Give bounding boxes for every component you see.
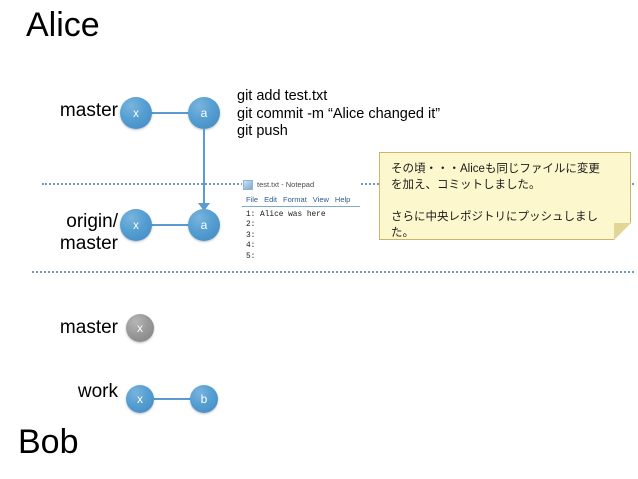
edge-alice-master-x-to-a bbox=[136, 112, 204, 114]
notepad-menu-file[interactable]: File bbox=[246, 195, 259, 204]
commit-node-origin-master-a[interactable]: a bbox=[188, 209, 220, 241]
git-command-listing: git add test.txt git commit -m “Alice ch… bbox=[237, 88, 441, 139]
notepad-menu-help[interactable]: Help bbox=[334, 195, 351, 204]
branch-label-origin-master: origin/ master bbox=[59, 211, 118, 254]
branch-label-bob-master: master bbox=[59, 317, 118, 338]
notepad-titlebar[interactable]: test.txt - Notepad bbox=[242, 178, 360, 191]
commit-node-origin-master-x[interactable]: x bbox=[120, 209, 152, 241]
notepad-menu-edit[interactable]: Edit bbox=[264, 195, 278, 204]
branch-label-bob-work: work bbox=[77, 381, 118, 402]
edge-origin-master-x-to-a bbox=[136, 224, 204, 226]
commit-node-bob-work-x[interactable]: x bbox=[126, 385, 154, 413]
notepad-menu-view[interactable]: View bbox=[312, 195, 329, 204]
page-title-bob: Bob bbox=[18, 423, 79, 461]
notepad-line: 2: bbox=[246, 221, 256, 230]
page-title-alice: Alice bbox=[26, 6, 100, 44]
notepad-text-area[interactable]: 1: Alice was here 2: 3: 4: 5: bbox=[242, 207, 360, 262]
commit-node-bob-master-x[interactable]: x bbox=[126, 314, 154, 342]
notepad-title-text: test.txt - Notepad bbox=[257, 180, 315, 189]
notepad-menu-format[interactable]: Format bbox=[283, 195, 307, 204]
push-arrow-line bbox=[203, 128, 205, 206]
commit-node-bob-work-b[interactable]: b bbox=[190, 385, 218, 413]
branch-label-alice-master: master bbox=[59, 100, 118, 121]
notepad-line: 3: bbox=[246, 231, 256, 240]
edge-bob-work-x-to-b bbox=[140, 398, 202, 400]
annotation-callout: その頃・・・Aliceも同じファイルに変更 を加え、コミットしました。 さらに中… bbox=[379, 152, 631, 240]
notepad-line: 4: bbox=[246, 242, 256, 251]
notepad-menubar[interactable]: File Edit Format View Help bbox=[242, 193, 360, 207]
push-arrow-head bbox=[198, 203, 210, 211]
commit-node-alice-master-x[interactable]: x bbox=[120, 97, 152, 129]
notepad-line: 1: Alice was here bbox=[246, 211, 326, 219]
commit-node-alice-master-a[interactable]: a bbox=[188, 97, 220, 129]
notepad-line: 5: bbox=[246, 252, 256, 261]
repo-band-bottom-rule bbox=[32, 271, 634, 273]
notepad-window[interactable]: test.txt - Notepad File Edit Format View… bbox=[242, 178, 360, 270]
callout-fold-corner-shade-icon bbox=[614, 223, 631, 240]
notepad-app-icon bbox=[243, 179, 253, 190]
annotation-callout-text: その頃・・・Aliceも同じファイルに変更 を加え、コミットしました。 さらに中… bbox=[391, 163, 600, 239]
